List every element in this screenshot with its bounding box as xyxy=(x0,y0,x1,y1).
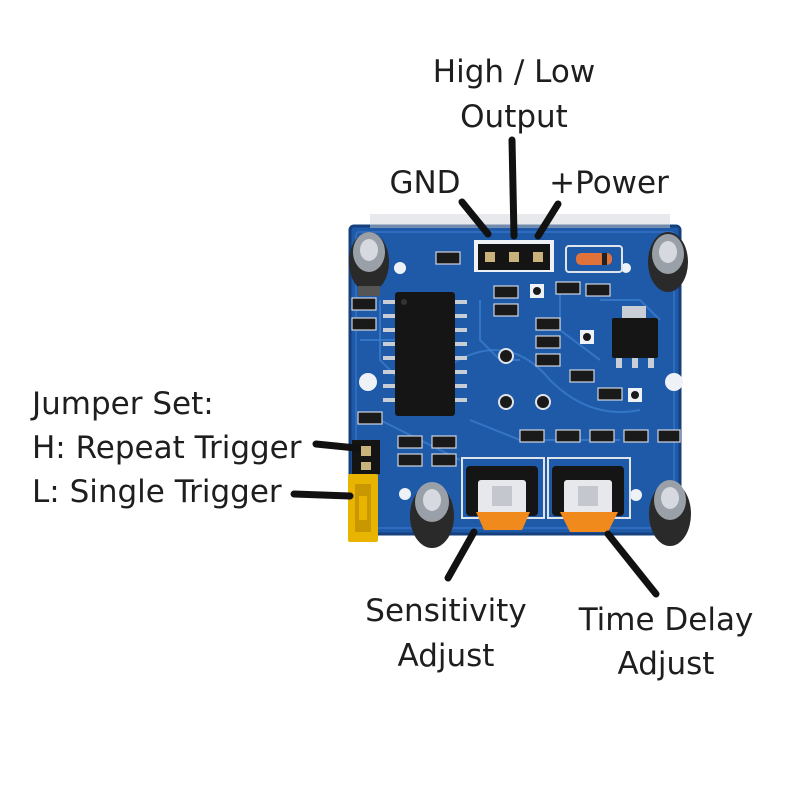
jumper-set-title: Jumper Set: xyxy=(30,386,214,422)
sensitivity-leader-line xyxy=(444,528,478,582)
electrolytic-capacitor-icon xyxy=(349,232,389,296)
ic-chip-icon xyxy=(383,292,467,416)
electrolytic-capacitor-icon xyxy=(649,480,691,546)
power-label: +Power xyxy=(549,165,669,201)
electrolytic-capacitor-icon xyxy=(410,482,454,548)
repeat-trigger-label: H: Repeat Trigger xyxy=(32,430,302,466)
smd-components xyxy=(351,251,681,467)
sensitivity-potentiometer-icon xyxy=(461,457,545,530)
sensitivity-label-line2: Adjust xyxy=(398,638,495,674)
gnd-label: GND xyxy=(389,165,460,201)
repeat-trigger-leader-line xyxy=(312,440,360,452)
single-trigger-label: L: Single Trigger xyxy=(32,474,282,510)
jumper-icon xyxy=(348,440,380,542)
output-label-line2: Output xyxy=(460,99,568,135)
sensitivity-label-line1: Sensitivity xyxy=(365,593,526,629)
single-trigger-leader-line xyxy=(290,490,354,500)
time-delay-potentiometer-icon xyxy=(547,457,631,532)
output-label-line1: High / Low xyxy=(433,54,595,90)
output-leader-line xyxy=(508,136,518,240)
voltage-regulator-icon xyxy=(612,306,658,368)
time-delay-label-line1: Time Delay xyxy=(578,602,754,638)
electrolytic-capacitor-icon xyxy=(648,232,688,292)
diode-icon xyxy=(565,245,623,273)
time-delay-leader-line xyxy=(604,530,660,598)
time-delay-label-line2: Adjust xyxy=(618,646,715,682)
leader-lines xyxy=(290,136,660,598)
power-leader-line xyxy=(534,200,562,240)
pin-header-icon xyxy=(474,240,554,272)
gnd-leader-line xyxy=(458,198,492,238)
